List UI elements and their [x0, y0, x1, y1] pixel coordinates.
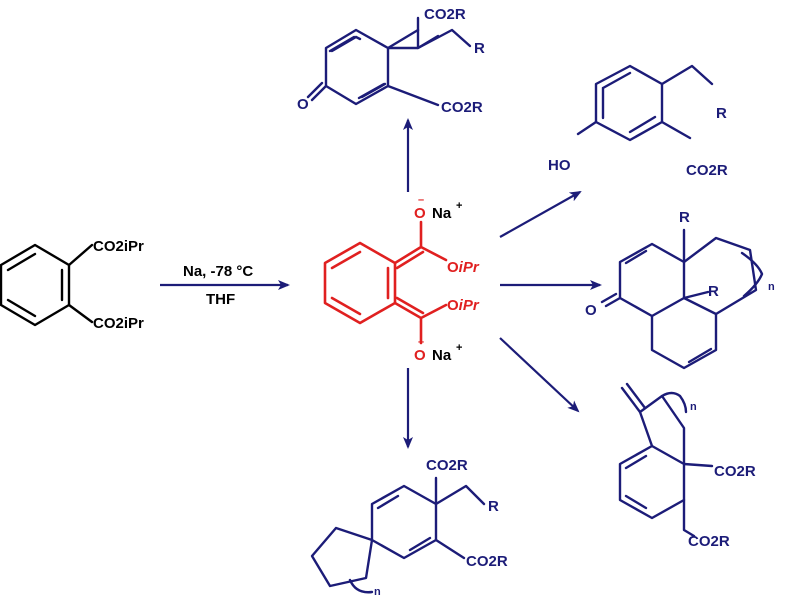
- dienone-oxo: O: [297, 96, 309, 113]
- hydrindane-five-ring: [638, 394, 686, 466]
- product-hydrindane: n CO2R CO2R: [618, 382, 756, 550]
- tricyclic-oxo: O: [585, 302, 597, 319]
- spiro-substituents: [434, 476, 486, 560]
- sm-ester-bonds: [67, 243, 94, 324]
- hydrindane-co2r-bottom: CO2R: [688, 533, 730, 550]
- sm-benzene-ring: [0, 243, 71, 327]
- spiro-r: R: [488, 498, 499, 515]
- product-dienone: CO2R R CO2R O: [297, 6, 485, 116]
- tricyclic-lower-ring: [650, 296, 718, 370]
- spiro-cyclopentane: [310, 526, 374, 588]
- int-na-bottom: Na: [432, 347, 452, 364]
- starting-material: CO2iPr CO2iPr: [0, 238, 144, 332]
- phenol-ring: [594, 64, 664, 142]
- int-o-bottom: O: [414, 347, 426, 364]
- sm-ester-top: CO2iPr: [93, 238, 144, 255]
- reagent-conditions: Na, -78 °C: [183, 263, 253, 280]
- sm-ester-bottom: CO2iPr: [93, 315, 144, 332]
- spiro-co2r-bottom: CO2R: [466, 553, 508, 570]
- hydrindane-exo-methylene: [620, 382, 647, 414]
- tricyclic-cyclopentane: [682, 236, 758, 316]
- hydrindane-co2r-top: CO2R: [714, 463, 756, 480]
- int-ipr-lower: OiPr: [447, 297, 480, 314]
- spiro-six-ring: [370, 484, 438, 560]
- product-tricyclic: R R n O: [585, 209, 775, 370]
- int-ipr-upper: OiPr: [447, 259, 480, 276]
- hydrindane-six-ring: [618, 444, 686, 520]
- hydrindane-ring-bracket: [660, 391, 688, 414]
- int-charge-top: –: [418, 194, 424, 206]
- tricyclic-ring-bracket: [740, 251, 764, 298]
- product-arrows: [403, 118, 602, 449]
- dienone-co2r-side: CO2R: [441, 99, 483, 116]
- int-enolate-bonds: [393, 220, 448, 345]
- tricyclic-r-bonds: [682, 228, 710, 300]
- tricyclic-left-ring: [618, 242, 686, 318]
- reagent-solvent: THF: [206, 291, 235, 308]
- int-inner-bonds: [330, 250, 390, 316]
- spiro-double-bonds: [376, 494, 432, 552]
- product-phenol: R HO CO2R: [548, 64, 728, 179]
- spiro-n: n: [374, 586, 381, 598]
- dienone-double-bonds: [328, 35, 386, 100]
- phenol-substituents: [576, 64, 714, 140]
- sm-inner-bonds: [6, 252, 64, 318]
- int-benzene-ring: [323, 241, 397, 325]
- int-plus-bottom: +: [456, 342, 462, 354]
- arrow-upper-right: [499, 191, 582, 238]
- phenol-ho: HO: [548, 157, 571, 174]
- phenol-inner-bonds: [601, 71, 657, 134]
- reagent-arrow: Na, -78 °C THF: [160, 263, 290, 308]
- tricyclic-r-mid: R: [708, 283, 719, 300]
- phenol-r: R: [716, 105, 727, 122]
- int-plus-top: +: [456, 200, 462, 212]
- hydrindane-double-bonds: [624, 454, 648, 510]
- int-o-top: O: [414, 205, 426, 222]
- tricyclic-lower-double: [687, 347, 713, 364]
- int-charge-bottom: –: [418, 336, 424, 348]
- spiro-co2r-top: CO2R: [426, 457, 468, 474]
- hydrindane-ester-bonds: [682, 462, 714, 538]
- arrow-lower-right: [499, 337, 580, 413]
- dienone-co2r-top: CO2R: [424, 6, 466, 23]
- dienone-r: R: [474, 40, 485, 57]
- dienone-chain: [416, 28, 472, 50]
- hydrindane-n: n: [690, 401, 697, 413]
- tricyclic-enone-double: [600, 249, 648, 308]
- enediolate-intermediate: O – Na + OiPr OiPr O – Na +: [323, 194, 480, 364]
- phenol-co2r: CO2R: [686, 162, 728, 179]
- tricyclic-r-top: R: [679, 209, 690, 226]
- int-na-top: Na: [432, 205, 452, 222]
- tricyclic-n: n: [768, 281, 775, 293]
- spiro-ring-bracket: [348, 578, 374, 594]
- product-spiro: CO2R R CO2R n: [310, 457, 508, 598]
